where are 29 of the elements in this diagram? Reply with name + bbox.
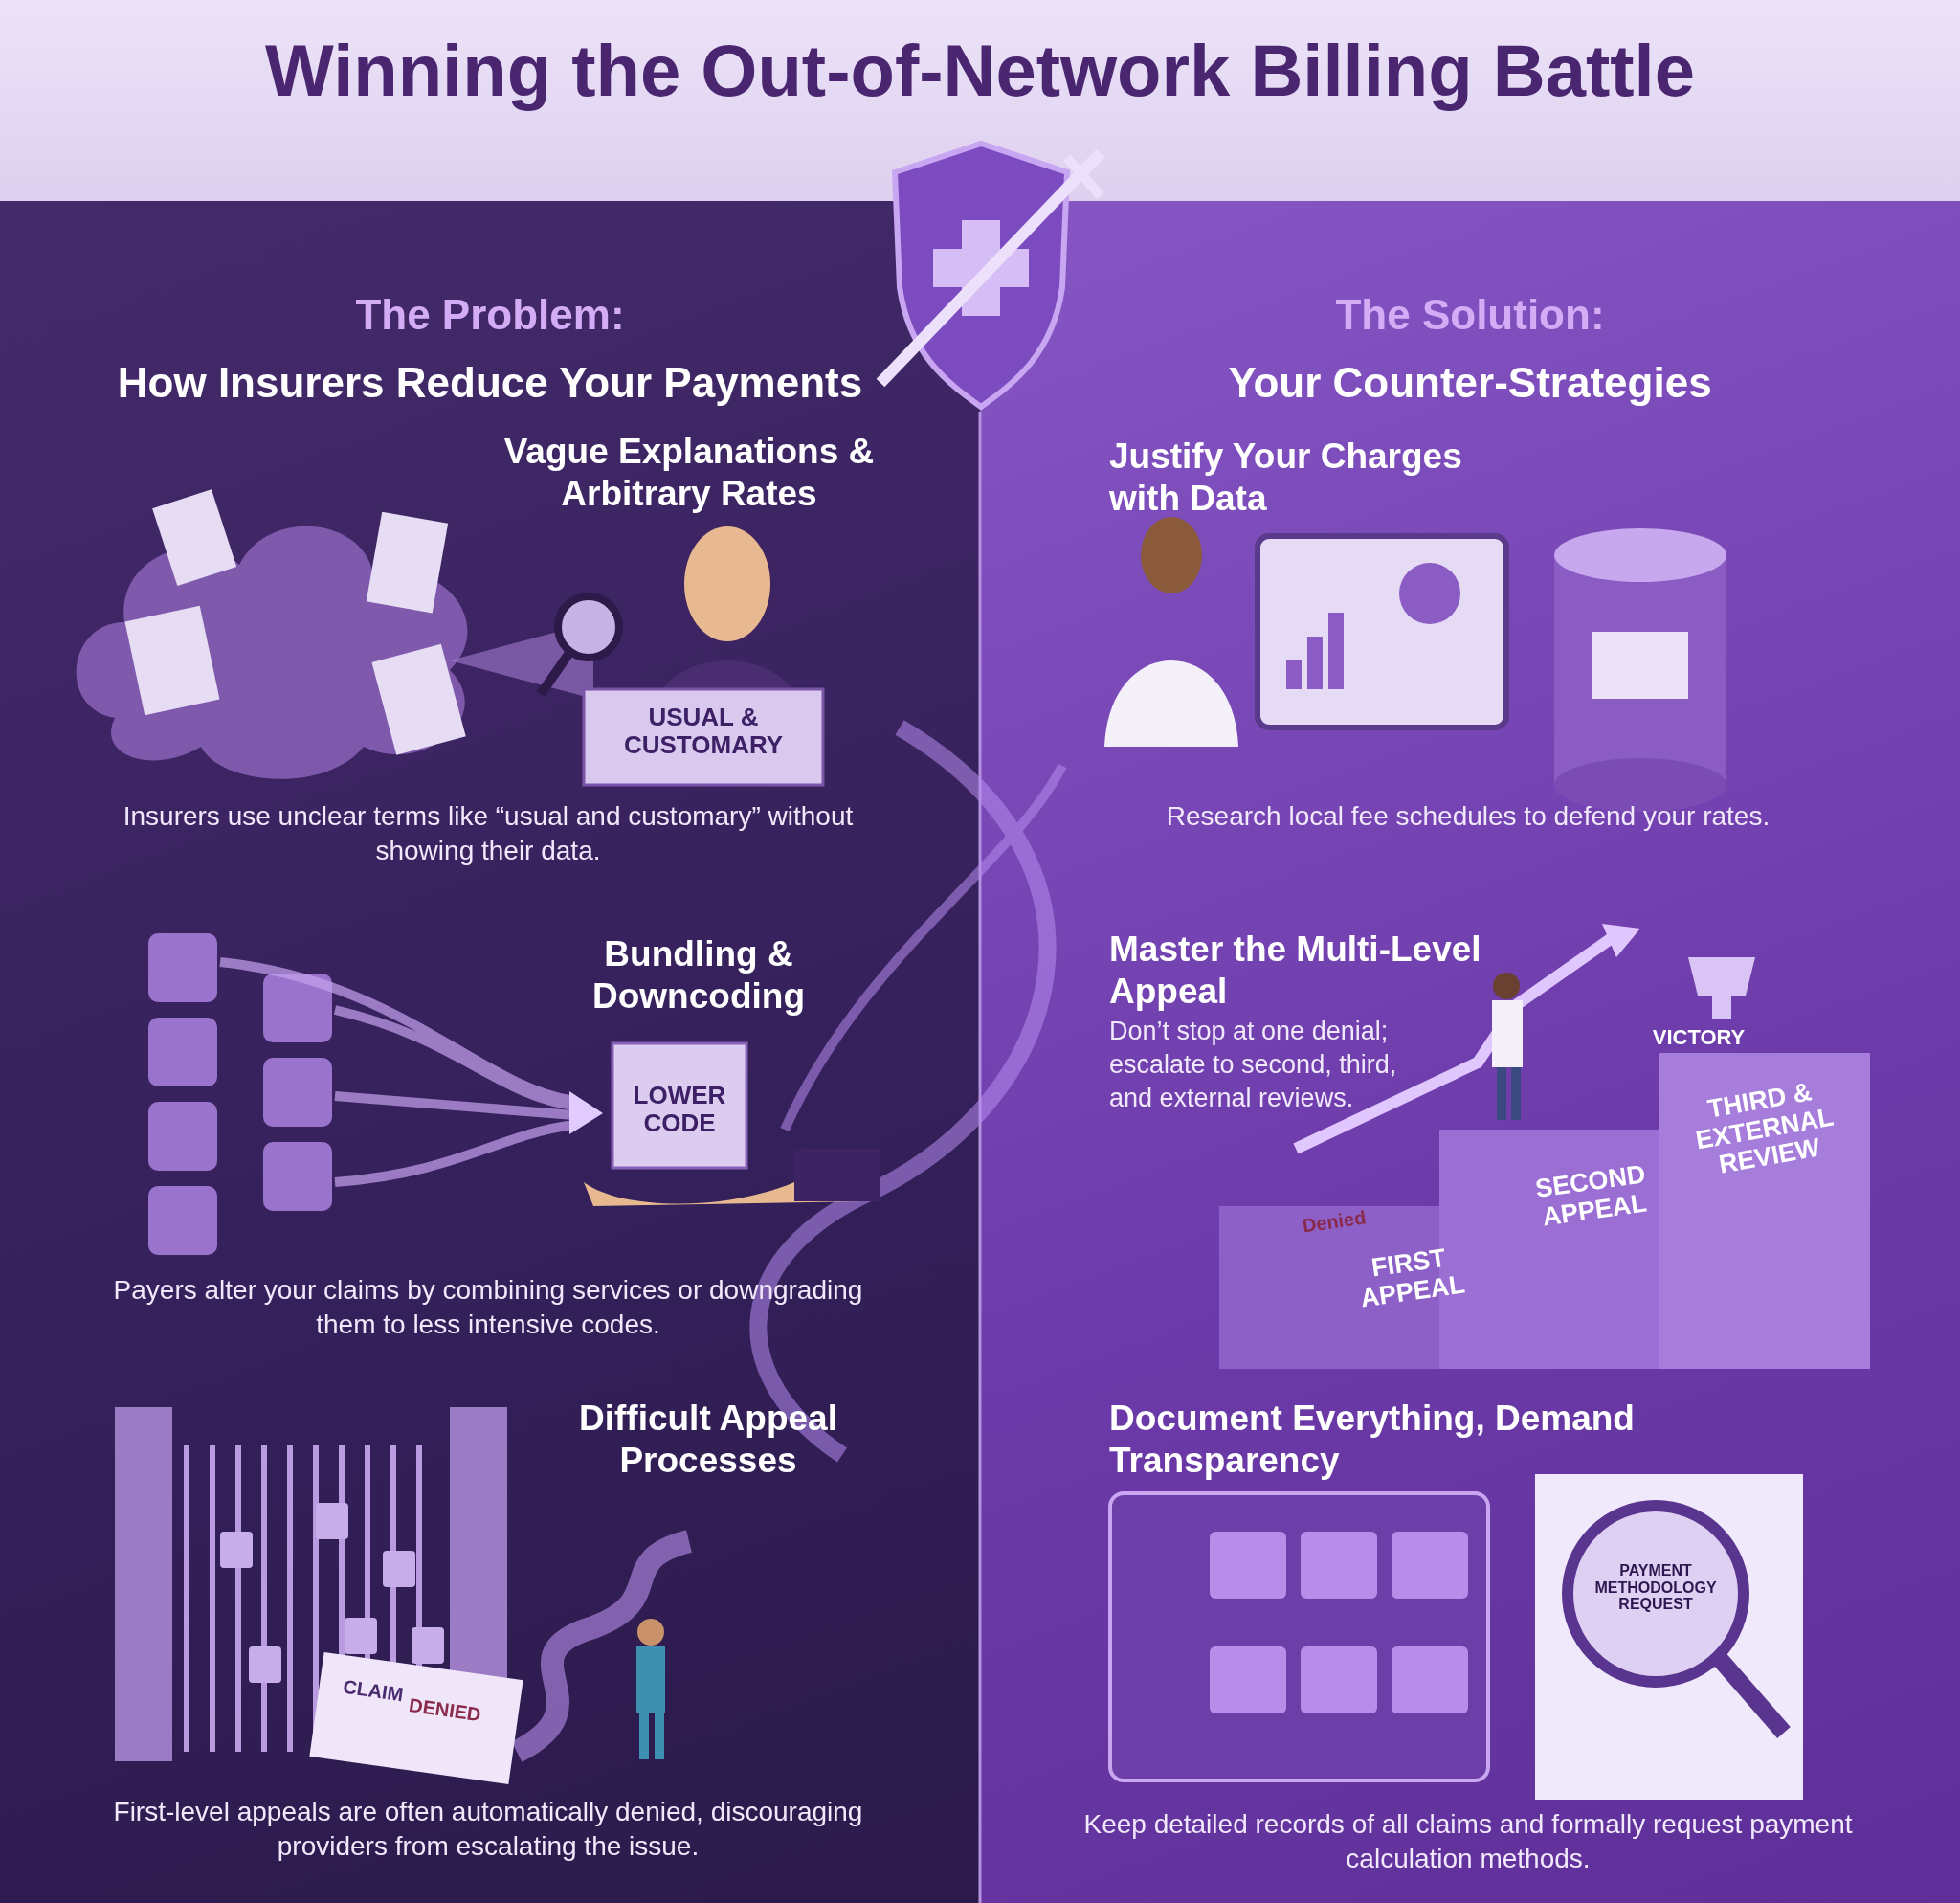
illustration-label: FIRST APPEAL xyxy=(1357,1242,1468,1315)
illustration-label: VICTORY xyxy=(1651,1026,1747,1050)
section-description: Keep detailed records of all claims and formally request payment calculation methods. xyxy=(1082,1808,1854,1876)
section-description: First-level appeals are often automatically denied, discouraging providers from escalating the issue. xyxy=(112,1796,864,1864)
panel-background xyxy=(980,201,1960,1903)
section-heading: Vague Explanations & Arbitrary Rates xyxy=(502,431,876,516)
section-description: Don’t stop at one denial; escalate to second, third, and external reviews. xyxy=(1109,1016,1398,1115)
illustration-label: PAYMENT METHODOLOGY REQUEST xyxy=(1593,1562,1718,1613)
panel-heading: The Solution: xyxy=(1335,290,1605,340)
section-description: Research local fee schedules to defend your rates. xyxy=(1165,800,1771,833)
section-description: Insurers use unclear terms like “usual and customary” without showing their data. xyxy=(122,800,855,868)
section-description: Payers alter your claims by combining services or downgrading them to less intensive codes. xyxy=(112,1274,864,1342)
section-heading: Document Everything, Demand Transparency xyxy=(1109,1398,1636,1483)
section-heading: Master the Multi-Level Appeal xyxy=(1109,929,1482,1014)
illustration-label: DENIED xyxy=(407,1692,483,1728)
illustration-label: USUAL & CUSTOMARY xyxy=(622,704,785,759)
illustration-label: THIRD & EXTERNAL REVIEW xyxy=(1692,1076,1838,1181)
panel-heading: The Problem: xyxy=(355,290,625,340)
section-heading: Bundling & Downcoding xyxy=(591,933,806,1019)
illustration-label: SECOND APPEAL xyxy=(1532,1158,1650,1234)
panel-heading: Your Counter-Strategies xyxy=(1228,358,1712,409)
illustration-label: LOWER CODE xyxy=(632,1082,727,1137)
panel-heading: How Insurers Reduce Your Payments xyxy=(117,358,863,409)
section-heading: Difficult Appeal Processes xyxy=(578,1398,838,1483)
section-heading: Justify Your Charges with Data xyxy=(1109,436,1463,521)
illustration-label: CLAIM xyxy=(341,1674,406,1708)
title: Winning the Out-of-Network Billing Battle xyxy=(264,29,1696,112)
illustration-label: Denied xyxy=(1300,1205,1369,1239)
panel-background xyxy=(0,201,980,1903)
